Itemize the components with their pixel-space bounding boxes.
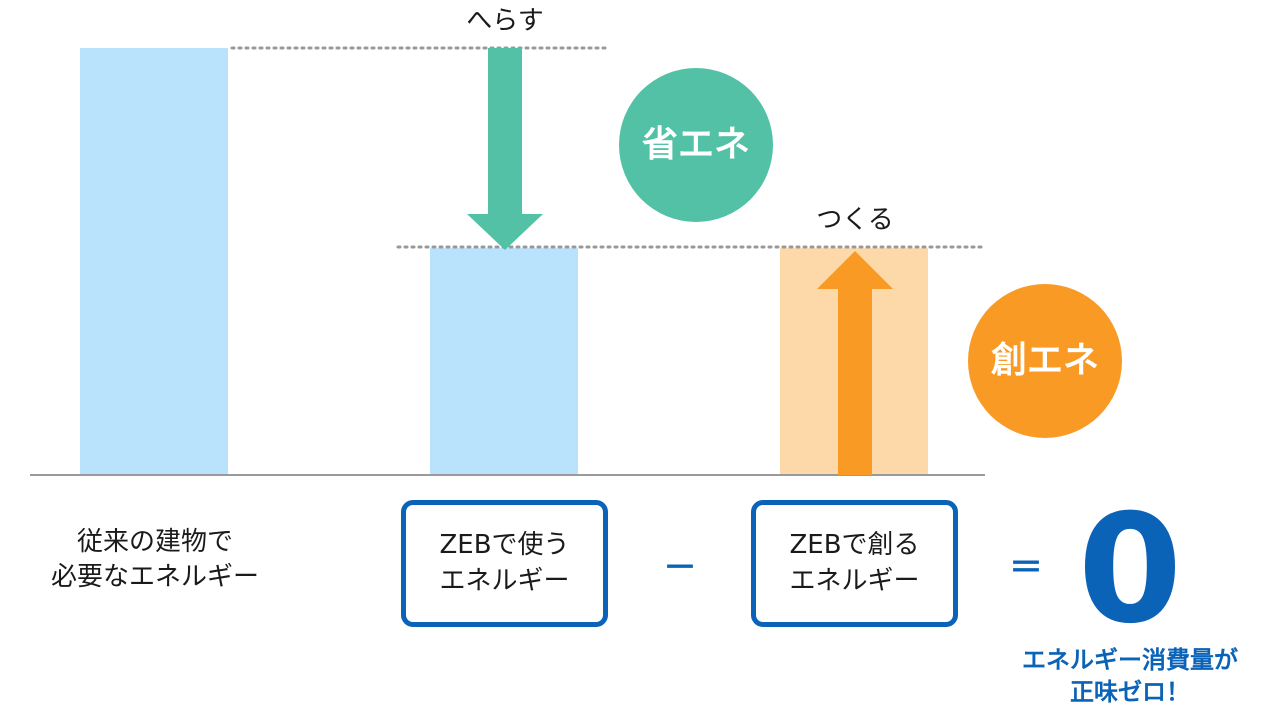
up-arrow-icon: [817, 251, 893, 475]
result-line1: エネルギー消費量が: [1022, 646, 1238, 674]
equals-sign: ＝: [1009, 548, 1043, 588]
conventional-label-line1: 従来の建物で: [76, 527, 233, 557]
reduce-label: へらす: [466, 6, 544, 36]
net-zero-result-text: エネルギー消費量が 正味ゼロ！: [980, 644, 1280, 709]
zeb-use-energy-bar: [430, 248, 578, 475]
energy-saving-label: 省エネ: [641, 124, 750, 165]
down-arrow-icon: [467, 48, 543, 250]
zeb-use-label-line2: エネルギー: [439, 565, 570, 596]
energy-creation-circle: [968, 284, 1122, 438]
zero-result: 0: [1077, 483, 1183, 657]
zeb-create-label-line1: ZEBで創る: [789, 530, 920, 561]
result-line2: 正味ゼロ！: [1070, 678, 1190, 707]
create-label: つくる: [816, 205, 894, 235]
zeb-use-energy-box: ZEBで使う エネルギー: [401, 500, 608, 627]
conventional-energy-label: 従来の建物で 必要なエネルギー: [20, 525, 290, 595]
energy-creation-label: 創エネ: [990, 340, 1099, 381]
conventional-energy-bar: [80, 48, 228, 475]
minus-sign: －: [663, 548, 697, 588]
zeb-create-energy-box: ZEBで創る エネルギー: [751, 500, 958, 627]
conventional-label-line2: 必要なエネルギー: [50, 562, 259, 593]
zeb-create-label-line2: エネルギー: [789, 565, 920, 596]
zeb-use-label-line1: ZEBで使う: [439, 530, 570, 561]
energy-saving-circle: [619, 68, 773, 222]
